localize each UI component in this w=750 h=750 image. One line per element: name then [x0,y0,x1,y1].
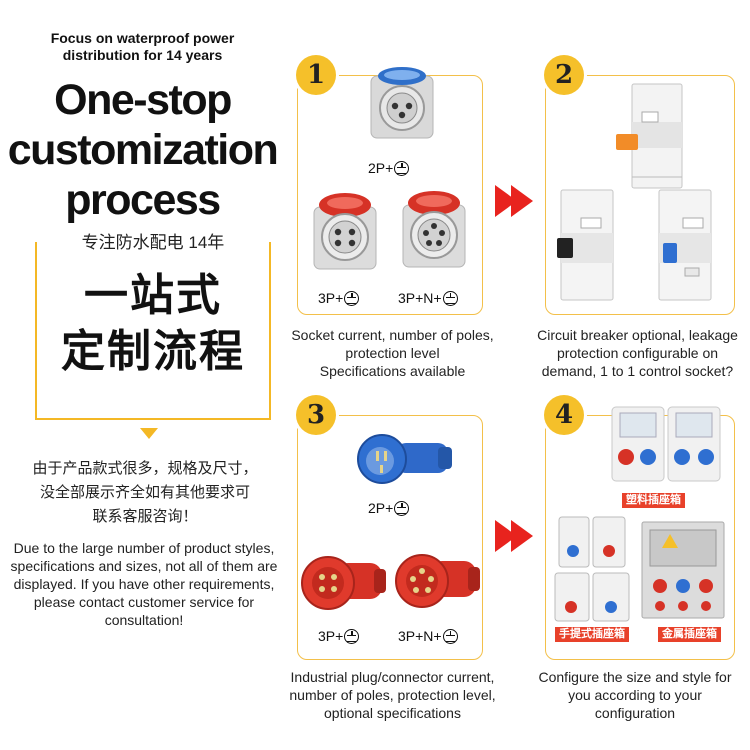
cn-title: 一站式 定制流程 [35,268,271,380]
double-chevron-right-icon [495,185,535,217]
headline-line: process [65,176,221,224]
ground-symbol-icon [442,629,458,644]
portable-box-tag: 手提式插座箱 [555,627,629,642]
ground-symbol-icon [344,629,360,644]
ground-symbol-icon [344,291,360,306]
metal-box-tag: 金属插座箱 [658,627,721,642]
en-note: Due to the large number of product style… [10,540,278,628]
wall-socket-2p-image [370,67,434,139]
cn-title-line: 一站式 [84,270,222,321]
intro-column: Focus on waterproof power distribution f… [0,0,285,750]
cn-title-frame [35,242,271,420]
cn-note-line: 由于产品款式很多，规格及尺寸， [32,460,258,477]
step-1-badge: 1 [296,55,336,95]
ground-symbol-icon [394,501,410,516]
step-1-caption: Socket current, number of poles,protecti… [291,327,494,379]
step-2-badge: 2 [544,55,584,95]
step-3-caption: Industrial plug/connector current,number… [289,669,496,721]
cn-title-line: 定制流程 [61,326,245,377]
wall-socket-3pn-image [402,191,466,268]
headline-line: One-stop [54,76,232,124]
metal-socket-box-image [641,521,725,619]
step-3-label-2p: 2P+ [368,500,410,516]
plastic-box-tag: 塑料插座箱 [622,493,685,508]
circuit-breaker-orange-image [616,83,683,189]
headline-line: customization [7,126,279,174]
wall-socket-3p-image [313,193,377,270]
step-3-label-3pn: 3P+N+ [398,628,458,644]
step-4-badge: 4 [544,395,584,435]
industrial-plug-2p-image [357,434,452,484]
ground-symbol-icon [394,161,410,176]
step-3-label-3p: 3P+ [318,628,360,644]
down-triangle-icon [140,428,158,439]
industrial-plug-3p-image [301,556,386,610]
double-chevron-right-icon [495,520,535,552]
industrial-plug-3pn-image [395,554,480,608]
step-1-label-2p: 2P+ [368,160,410,176]
cn-note-line: 没全部展示齐全如有其他要求可 [39,484,250,501]
step-1-label-3p: 3P+ [318,290,360,306]
ground-symbol-icon [442,291,458,306]
cn-note-line: 联系客服咨询！ [92,508,198,525]
cn-note: 由于产品款式很多，规格及尺寸， 没全部展示齐全如有其他要求可 联系客服咨询！ [14,457,276,529]
portable-socket-box-image [554,516,630,622]
leakage-breaker-blue-image [658,189,712,301]
circuit-breaker-black-image [557,189,614,301]
headline: One-stop customization process [0,75,285,225]
cn-subtitle: 专注防水配电 14年 [48,232,258,254]
step-1-label-3pn: 3P+N+ [398,290,458,306]
tagline: Focus on waterproof power distribution f… [50,30,235,63]
step-3-badge: 3 [296,395,336,435]
plastic-socket-box-image [611,406,721,482]
